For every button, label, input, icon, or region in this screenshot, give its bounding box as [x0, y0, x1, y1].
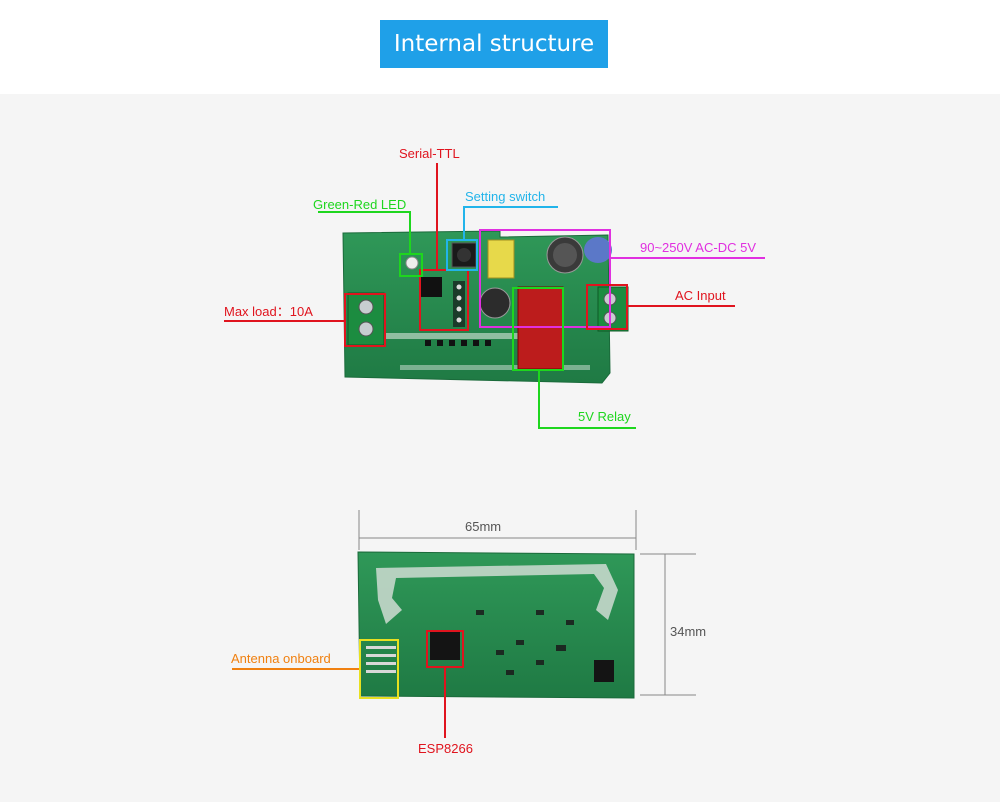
height-dimension-label: 34mm: [670, 624, 707, 639]
relay-label: 5V Relay: [578, 409, 631, 424]
ac-input-label: AC Input: [675, 288, 726, 303]
width-dimension-label: 65mm: [465, 519, 502, 534]
bottom-pcb-image: [357, 551, 635, 699]
green-red-led-label: Green-Red LED: [313, 197, 407, 212]
max-load-label: Max load：10A: [224, 304, 313, 319]
setting-switch-label: Setting switch: [465, 189, 546, 204]
power-supply-label: 90~250V AC-DC 5V: [640, 240, 756, 255]
antenna-label: Antenna onboard: [231, 651, 331, 666]
esp8266-label: ESP8266: [418, 741, 473, 756]
page-title: Internal structure: [380, 20, 608, 68]
top-pcb-image: [342, 230, 629, 384]
serial-ttl-label: Serial-TTL: [399, 146, 460, 161]
